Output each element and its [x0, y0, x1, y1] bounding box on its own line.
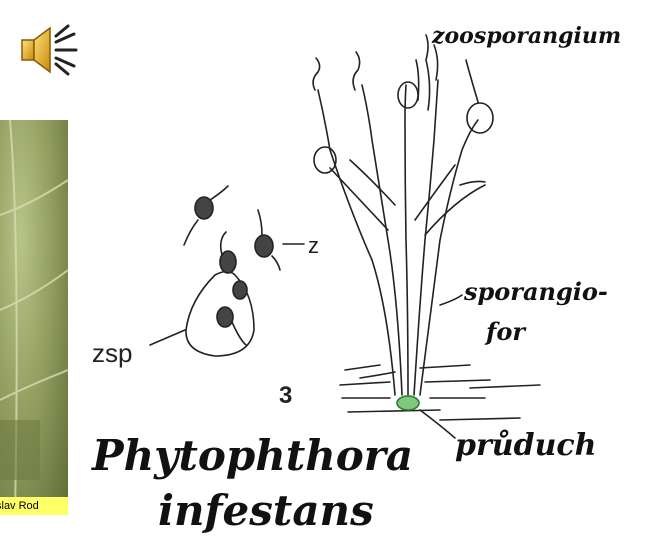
- label-zsp: zsp: [92, 338, 132, 368]
- leaf-photo: [0, 120, 68, 515]
- speaker-icon[interactable]: [16, 22, 82, 78]
- sporangiophore-bundle: [313, 35, 493, 395]
- photo-credit: slav Rod: [0, 497, 68, 515]
- label-pruduch: průduch: [455, 428, 596, 463]
- species-name-line2: infestans: [158, 486, 374, 535]
- label-sporangiofor-1: sporangio-: [463, 277, 608, 306]
- photo-credit-text: slav Rod: [0, 500, 39, 512]
- stoma-tissue: [340, 365, 540, 438]
- label-zoosporangium: zoosporangium: [431, 23, 621, 49]
- label-sporangiofor-2: for: [484, 317, 527, 346]
- zoospore-group: [184, 186, 304, 270]
- species-name-line1: Phytophthora: [91, 431, 413, 480]
- zoosporangium-sac: [150, 232, 254, 356]
- label-z: z: [308, 233, 319, 258]
- figure-number: 3: [279, 382, 292, 409]
